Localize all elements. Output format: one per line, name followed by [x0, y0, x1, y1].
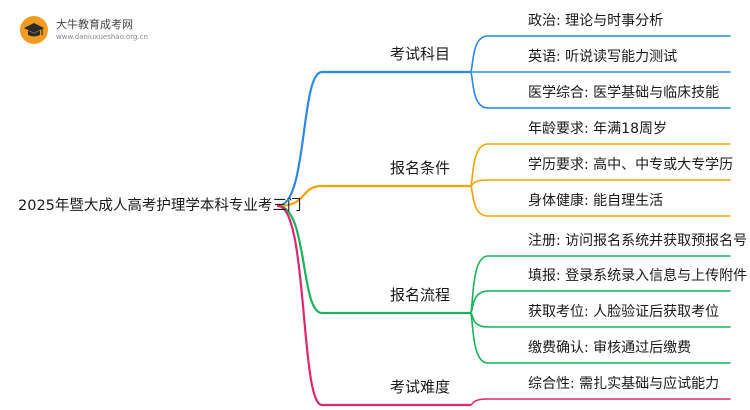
branch-label: 考试难度: [390, 378, 451, 396]
leaf-label: 填报: 登录系统录入信息与上传附件: [528, 268, 748, 284]
branch-leaf-connector: [469, 398, 731, 406]
leaf-label: 缴费确认: 审核通过后缴费: [528, 340, 692, 356]
root-branch-connector: [276, 204, 472, 407]
leaf-label: 医学综合: 医学基础与临床技能: [528, 85, 720, 101]
leaf-label: 年龄要求: 年满18周岁: [528, 121, 667, 137]
graduation-badge-icon: [20, 16, 48, 44]
leaf-label: 学历要求: 高中、中专或大专学历: [528, 157, 734, 173]
branch-label: 报名流程: [390, 286, 451, 304]
leaf-label: 注册: 访问报名系统并获取预报名号: [528, 233, 748, 249]
root-branch-connector: [276, 204, 472, 315]
root-topic: 2025年暨大成人高考护理学本科专业考三门: [18, 198, 302, 214]
root-branch-connector: [276, 70, 472, 208]
leaf-label: 身体健康: 能自理生活: [528, 193, 664, 209]
branch-leaf-connector: [469, 143, 731, 187]
leaf-label: 英语: 听说读写能力测试: [528, 49, 678, 65]
branch-label: 报名条件: [390, 159, 451, 177]
logo-title: 大牛教育成考网: [56, 18, 133, 31]
leaf-label: 获取考位: 人脸验证后获取考位: [528, 304, 720, 320]
branch-leaf-connector: [469, 185, 731, 217]
leaf-label: 综合性: 需扎实基础与应试能力: [528, 376, 720, 392]
branch-leaf-connector: [469, 71, 731, 109]
branch-leaf-connector: [469, 179, 731, 187]
branch-label: 考试科目: [390, 45, 451, 63]
branch-leaf-connector: [469, 312, 731, 364]
leaf-label: 政治: 理论与时事分析: [528, 13, 664, 29]
site-logo: 大牛教育成考网 www.daniuxueshao.org.cn: [18, 14, 148, 48]
branch-leaf-connector: [469, 35, 731, 73]
branch-leaf-connector: [469, 290, 731, 314]
root-branch-connector: [276, 184, 472, 208]
logo-url: www.daniuxueshao.org.cn: [56, 33, 148, 41]
